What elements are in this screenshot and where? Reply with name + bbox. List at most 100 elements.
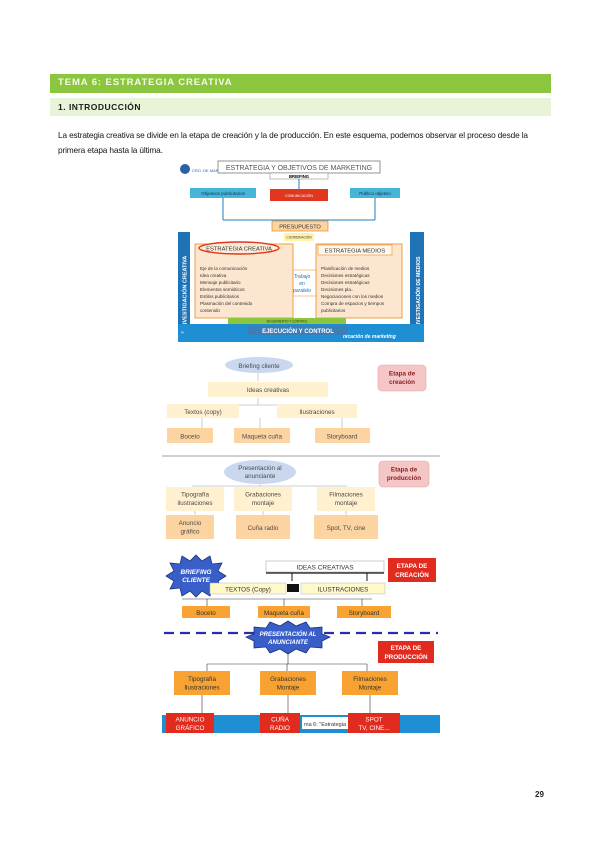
svg-text:Elementos semióticos: Elementos semióticos bbox=[200, 287, 245, 292]
svg-text:PRODUCCIÓN: PRODUCCIÓN bbox=[384, 652, 427, 661]
creation-stage-tag bbox=[377, 364, 427, 392]
side-label-media: INVESTIGACIÓN DE MEDIOS bbox=[414, 256, 422, 328]
svg-text:ESTRATEGIA MEDIOS: ESTRATEGIA MEDIOS bbox=[325, 249, 386, 255]
svg-text:Objetivos publicitarios: Objetivos publicitarios bbox=[201, 191, 246, 196]
svg-text:Público objetivo: Público objetivo bbox=[359, 191, 391, 196]
presentation-ellipse bbox=[224, 460, 296, 484]
svg-text:Filmaciones: Filmaciones bbox=[329, 492, 363, 499]
svg-text:CREACIÓN: CREACIÓN bbox=[395, 570, 429, 579]
svg-text:Etapa de: Etapa de bbox=[389, 371, 416, 378]
side-label-creative: INVESTIGACIÓN CREATIVA bbox=[181, 256, 189, 328]
svg-text:SEGUIMIENTO Y CONTROL: SEGUIMIENTO Y CONTROL bbox=[266, 320, 308, 324]
ideas-box bbox=[208, 382, 328, 397]
svg-text:TEXTOS (Copy): TEXTOS (Copy) bbox=[225, 587, 271, 594]
svg-text:Planificación de medios: Planificación de medios bbox=[321, 266, 370, 271]
svg-text:ANUNCIO: ANUNCIO bbox=[175, 717, 204, 724]
svg-text:Boceto: Boceto bbox=[196, 610, 216, 617]
svg-text:Tipografía: Tipografía bbox=[181, 492, 210, 499]
svg-text:gráfico: gráfico bbox=[181, 529, 200, 536]
budget-box bbox=[271, 220, 329, 232]
svg-text:Boceto: Boceto bbox=[180, 434, 200, 441]
svg-text:Trabajo: Trabajo bbox=[294, 274, 311, 280]
svg-text:Briefing cliente: Briefing cliente bbox=[238, 363, 280, 370]
creative-process-diagram: Briefing cliente Ideas creativas Textos … bbox=[162, 351, 440, 542]
svg-text:Ideas creativas: Ideas creativas bbox=[247, 387, 289, 394]
svg-text:EJECUCIÓN Y CONTROL: EJECUCIÓN Y CONTROL bbox=[262, 327, 334, 335]
svg-text:PRESUPUESTO: PRESUPUESTO bbox=[279, 225, 321, 231]
svg-text:IDEAS CREATIVAS: IDEAS CREATIVAS bbox=[296, 565, 354, 572]
svg-text:Negociaciones con los medios: Negociaciones con los medios bbox=[321, 294, 384, 299]
svg-text:Decisiones estratégicas: Decisiones estratégicas bbox=[321, 273, 370, 278]
marketing-title: ESTRATEGIA Y OBJETIVOS DE MARKETING bbox=[226, 165, 372, 172]
creative-process-diagram-alt: BRIEFING CLIENTE IDEAS CREATIVAS ETAPA D… bbox=[162, 553, 440, 733]
svg-text:contenido: contenido bbox=[200, 308, 220, 313]
svg-text:Plasmación del contenido: Plasmación del contenido bbox=[200, 301, 253, 306]
svg-text:Eje de la comunicación: Eje de la comunicación bbox=[200, 266, 248, 271]
svg-text:CUÑA: CUÑA bbox=[271, 715, 290, 724]
topic-title: TEMA 6: ESTRATEGIA CREATIVA bbox=[58, 77, 233, 88]
briefing-red-box bbox=[270, 189, 328, 201]
svg-text:Etapa de: Etapa de bbox=[391, 467, 418, 474]
svg-text:Decisiones pla..: Decisiones pla.. bbox=[321, 287, 353, 292]
svg-text:Tipografía: Tipografía bbox=[188, 676, 217, 683]
svg-text:Idea creativa: Idea creativa bbox=[200, 273, 227, 278]
svg-text:Textos (copy): Textos (copy) bbox=[184, 409, 221, 416]
svg-text:Compra de espacios y tiempos: Compra de espacios y tiempos bbox=[321, 301, 385, 306]
svg-text:GRÁFICO: GRÁFICO bbox=[176, 723, 205, 732]
svg-text:ESTRATEGIA CREATIVA: ESTRATEGIA CREATIVA bbox=[206, 247, 272, 253]
svg-text:Grabaciones: Grabaciones bbox=[245, 492, 281, 499]
intro-paragraph: La estrategia creativa se divide en la e… bbox=[58, 130, 528, 155]
section-title: 1. INTRODUCCIÓN bbox=[58, 102, 142, 112]
svg-text:publicitarios: publicitarios bbox=[321, 308, 346, 313]
marketing-strategy-diagram: CRO. DE MARKETING ESTRATEGIA Y OBJETIVOS… bbox=[178, 158, 424, 342]
svg-text:CRO. DE MARKETING: CRO. DE MARKETING bbox=[192, 168, 234, 173]
svg-text:»: » bbox=[181, 330, 184, 336]
svg-text:Storyboard: Storyboard bbox=[327, 434, 358, 441]
svg-text:Maqueta cuña: Maqueta cuña bbox=[242, 434, 282, 441]
svg-text:Presentación al: Presentación al bbox=[238, 465, 281, 472]
svg-text:Estilos publicitarios: Estilos publicitarios bbox=[200, 294, 240, 299]
svg-text:montaje: montaje bbox=[252, 500, 275, 507]
svg-text:Montaje: Montaje bbox=[277, 685, 300, 692]
svg-text:Mensaje publicitario: Mensaje publicitario bbox=[200, 280, 241, 285]
svg-text:nicación de marketing: nicación de marketing bbox=[343, 334, 396, 340]
svg-text:SPOT: SPOT bbox=[365, 717, 382, 724]
creation-red-tag bbox=[388, 558, 436, 582]
topic-banner: TEMA 6: ESTRATEGIA CREATIVA bbox=[50, 74, 551, 93]
svg-text:BRIEFING: BRIEFING bbox=[180, 569, 211, 576]
svg-text:ma 6: "Estrategia ... a Public: ma 6: "Estrategia ... a Publicidad bbox=[304, 722, 384, 728]
svg-text:Maqueta cuña: Maqueta cuña bbox=[264, 610, 304, 617]
svg-text:Montaje: Montaje bbox=[359, 685, 382, 692]
svg-text:COORDINACIÓN: COORDINACIÓN bbox=[286, 235, 312, 240]
svg-text:Anuncio: Anuncio bbox=[179, 520, 202, 527]
svg-text:COMUNICACIÓN: COMUNICACIÓN bbox=[285, 193, 313, 198]
logo-icon bbox=[180, 164, 190, 174]
svg-text:CLIENTE: CLIENTE bbox=[182, 577, 210, 584]
section-bar: 1. INTRODUCCIÓN bbox=[50, 98, 551, 116]
briefing-client-ellipse bbox=[225, 357, 293, 373]
svg-text:paralelo: paralelo bbox=[292, 288, 311, 294]
svg-text:RADIO: RADIO bbox=[270, 725, 290, 732]
svg-text:ETAPA DE: ETAPA DE bbox=[391, 645, 422, 652]
svg-text:Ilustraciones: Ilustraciones bbox=[299, 409, 334, 416]
svg-text:Grabaciones: Grabaciones bbox=[270, 676, 306, 683]
svg-text:en: en bbox=[299, 281, 305, 287]
svg-text:Ilustraciones: Ilustraciones bbox=[184, 685, 219, 692]
page-number: 29 bbox=[535, 790, 544, 799]
svg-text:Spot, TV, cine: Spot, TV, cine bbox=[327, 525, 366, 532]
svg-text:Filmaciones: Filmaciones bbox=[353, 676, 387, 683]
svg-text:producción: producción bbox=[387, 475, 421, 482]
svg-text:ILUSTRACIONES: ILUSTRACIONES bbox=[318, 587, 369, 594]
svg-text:Storyboard: Storyboard bbox=[349, 610, 380, 617]
svg-text:Decisiones estratégicas: Decisiones estratégicas bbox=[321, 280, 370, 285]
svg-text:PRESENTACIÓN AL: PRESENTACIÓN AL bbox=[260, 631, 317, 638]
svg-text:anunciante: anunciante bbox=[245, 473, 276, 480]
svg-text:creación: creación bbox=[389, 379, 415, 386]
svg-text:montaje: montaje bbox=[335, 500, 358, 507]
svg-text:ANUNCIANTE: ANUNCIANTE bbox=[267, 640, 309, 646]
creative-strategy-oval bbox=[198, 241, 280, 255]
svg-text:TV, CINE...: TV, CINE... bbox=[358, 725, 390, 732]
svg-text:ETAPA DE: ETAPA DE bbox=[397, 563, 428, 570]
svg-text:Cuña radio: Cuña radio bbox=[248, 525, 279, 532]
svg-text:ilustraciones: ilustraciones bbox=[178, 500, 213, 507]
